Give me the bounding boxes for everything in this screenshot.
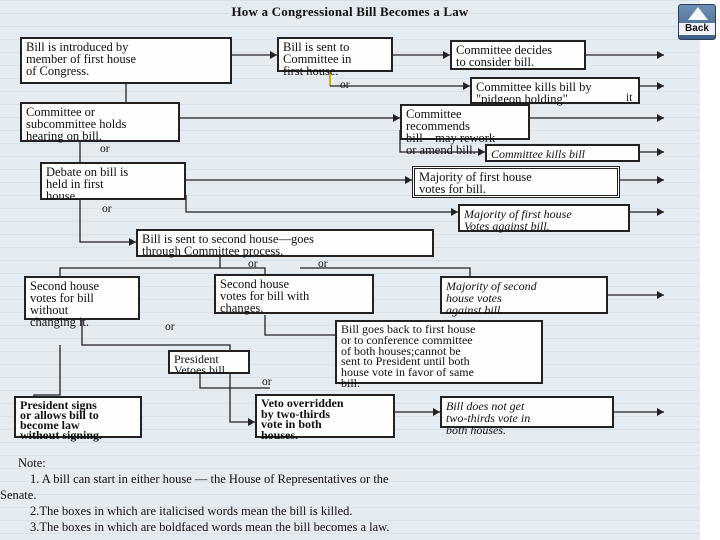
arrowhead-b10 (451, 208, 458, 216)
box-committee-recommends: Committee recommends bill—may rework or … (400, 104, 530, 156)
note-2: 2.The boxes in which are italicised word… (30, 504, 353, 518)
arrow-b16-b18 (229, 372, 255, 423)
arrowhead-right8 (657, 408, 664, 416)
stray-text-it: it (626, 92, 633, 104)
box-back-to-first-house: Bill goes back to first house or to conf… (335, 320, 543, 389)
arrowhead-b6 (393, 114, 400, 122)
arrowhead-right5 (657, 176, 664, 184)
diagram-title: How a Congressional Bill Becomes a Law (231, 4, 469, 19)
back-button-label: Back (679, 23, 715, 35)
box-veto-overridden: Veto overridden by two-thirds vote in bo… (255, 394, 395, 441)
arrowhead-b11 (129, 238, 136, 246)
line-b12-b16 (81, 318, 231, 352)
notes-heading: Note: (18, 456, 46, 470)
box-majority-first-house-against: Majority of first house Votes against bi… (458, 204, 630, 232)
note-1-continued: Senate. (0, 488, 37, 502)
box-president-signs: President signs or allows bill to become… (14, 396, 142, 441)
box-sent-to-second-house: Bill is sent to second house—goes throug… (136, 229, 434, 257)
branch-b11-b12 (59, 256, 221, 276)
arrowhead-right4 (657, 148, 664, 156)
arrowhead-right2 (657, 82, 664, 90)
note-3: 3.The boxes in which are boldfaced words… (30, 520, 390, 534)
box-committee-decides: Committee decides to consider bill. (450, 40, 586, 70)
box-bill-introduced: Bill is introduced by member of first ho… (20, 37, 232, 84)
arrowhead-b4 (463, 82, 470, 90)
box-no-two-thirds: Bill does not get two-thirds vote in bot… (440, 396, 614, 436)
arrowhead-b2 (270, 51, 277, 59)
or-label-4: or (248, 258, 258, 270)
box-sent-to-committee: Bill is sent to Committee in first house… (277, 37, 393, 77)
box-debate-first-house: Debate on bill is held in first house. (40, 162, 186, 202)
or-label-7: or (262, 376, 272, 388)
or-label-5: or (318, 258, 328, 270)
arrowhead-right7 (657, 291, 664, 299)
line-b13-b15 (264, 315, 335, 336)
arrowhead-b18 (248, 418, 255, 426)
or-label-1: or (340, 79, 350, 91)
back-button[interactable]: Back (678, 4, 716, 40)
arrowhead-b7 (478, 148, 485, 156)
or-label-2: or (100, 143, 110, 155)
arrowhead-b19 (433, 408, 440, 416)
branch-b12-b17 (33, 345, 61, 398)
arrowhead-right6 (657, 208, 664, 216)
arrowhead-b3 (443, 51, 450, 59)
notes-section: Note: 1. A bill can start in either house… (0, 455, 698, 535)
arrowhead-right1 (657, 51, 664, 59)
box-committee-kills-bill: Committee kills bill (485, 144, 640, 162)
box-majority-first-house-for: Majority of first house votes for bill. (412, 166, 620, 198)
note-1: 1. A bill can start in either house — th… (30, 472, 389, 486)
box-pidgeon-holding: Committee kills bill by "pidgeon holding… (470, 77, 640, 105)
box-second-house-with-changes: Second house votes for bill with changes… (214, 274, 374, 314)
right-margin-bar (700, 0, 720, 540)
box-president-vetoes: President Vetoes bill. (168, 350, 250, 376)
or-label-3: or (102, 203, 112, 215)
arrowhead-b9 (405, 176, 412, 184)
box-majority-second-house-against: Majority of second house votes against b… (440, 276, 608, 316)
box-hearing-on-bill: Committee or subcommittee holds hearing … (20, 102, 180, 142)
or-label-6: or (165, 321, 175, 333)
box-second-house-no-change: Second house votes for bill without chan… (24, 276, 140, 328)
up-arrow-icon (688, 7, 708, 20)
arrowhead-right3 (657, 114, 664, 122)
